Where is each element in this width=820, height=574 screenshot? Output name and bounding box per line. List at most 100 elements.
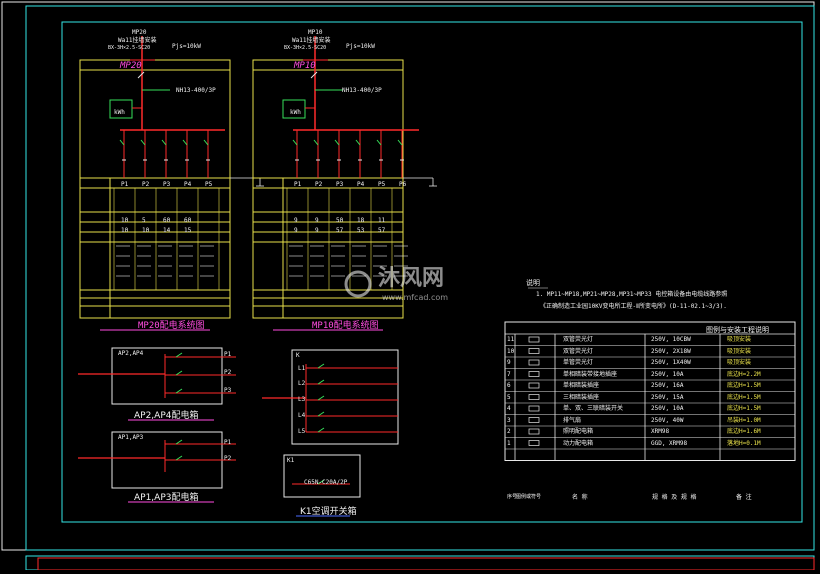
k-out: L2 — [298, 380, 306, 387]
k-breaker — [317, 427, 325, 433]
legend-row-note: 吸顶安装 — [727, 359, 752, 366]
k-breaker — [317, 379, 325, 385]
legend-row-note: 落地H=0.1M — [727, 439, 761, 447]
right-panel-top-line-3: BX-3H×2.5-SC20 — [284, 45, 327, 51]
k-box-id: K — [296, 352, 300, 359]
legend-row-spec: 250V, 10A — [651, 370, 684, 378]
left-panel-cabinet-no: MP20 — [120, 61, 142, 71]
notes-heading: 说明 — [526, 279, 540, 287]
right-row-value: 57 — [336, 227, 344, 234]
legend-row-spec: 250V, 10A — [651, 405, 684, 412]
legend-header: 图例与安装工程说明 — [706, 326, 769, 334]
legend-col-note: 备 注 — [736, 494, 752, 501]
legend-row-name: 排气扇 — [563, 416, 582, 424]
right-panel-power-note: Pjs=10kW — [346, 43, 375, 50]
legend-row-spec: 250V, 40W — [651, 416, 684, 424]
left-circuit-code: P5 — [205, 181, 213, 188]
k-out: L3 — [298, 396, 306, 403]
ap13-box-id: AP1,AP3 — [118, 434, 144, 441]
left-panel-meter: kWh — [114, 109, 125, 116]
legend-row-no: 1 — [507, 439, 511, 447]
watermark-logo-icon — [344, 270, 372, 298]
legend-row-name: 单相暗装插座 — [563, 382, 600, 389]
legend-symbol-icon — [528, 348, 540, 354]
right-row-value: 9 — [315, 217, 319, 224]
ap24-out-p1: P1 — [224, 351, 232, 358]
legend-row-no: 3 — [507, 416, 511, 424]
legend-row-note: 底边H=1.5M — [727, 393, 761, 401]
left-circuit-code: P1 — [121, 181, 129, 188]
k-box — [291, 349, 399, 445]
legend-symbol-icon — [528, 336, 540, 343]
left-panel-top-line-3: BX-3H×2.5-SC20 — [108, 45, 151, 51]
left-panel-caption: MP20配电系统图 — [138, 321, 205, 331]
left-panel-main-breaker-symbol — [137, 71, 145, 79]
right-panel-meter: kWh — [290, 109, 301, 116]
ap13-breaker — [175, 439, 183, 445]
right-row-value: 57 — [378, 227, 386, 234]
right-circuit-code: P1 — [294, 181, 302, 188]
ap24-breaker — [175, 388, 183, 394]
right-row-value: 9 — [294, 227, 298, 234]
k-breaker — [317, 411, 325, 417]
right-circuit-code: P3 — [336, 181, 344, 188]
ap24-out-p3: P3 — [224, 387, 232, 394]
legend-symbol-icon — [528, 359, 540, 366]
right-row-value: 53 — [357, 227, 365, 234]
k-breaker — [317, 363, 325, 369]
right-row-value: 9 — [294, 217, 298, 224]
k-out: L1 — [298, 365, 306, 372]
notes-line-1: 1. MP11~MP18,MP21~MP28,MP31~MP33 电控箱设备由电… — [536, 291, 728, 298]
left-row-value: 10 — [142, 227, 150, 234]
legend-symbol-icon — [528, 417, 540, 423]
legend-row-no: 10 — [507, 347, 515, 355]
legend-row-note: 吸顶安装 — [727, 336, 752, 343]
frame-border-cyan — [25, 5, 815, 551]
legend-symbol-icon — [528, 371, 540, 377]
left-panel-branch-breaker — [161, 139, 167, 146]
right-row-value: 9 — [315, 227, 319, 234]
legend-symbol-icon — [528, 428, 540, 435]
legend-symbol-icon — [528, 382, 540, 389]
right-panel-breaker: NH13-400/3P — [342, 87, 382, 94]
left-panel-table-outline — [79, 59, 231, 319]
legend-row-no: 11 — [507, 336, 515, 343]
left-row-value: 10 — [121, 227, 129, 234]
k-out: L5 — [298, 428, 306, 435]
legend-col-symbol: 图例或符号 — [516, 494, 542, 500]
right-row-value: 18 — [357, 217, 365, 224]
right-panel-branch-breaker — [313, 139, 319, 146]
legend-col-name: 名 称 — [572, 494, 588, 501]
legend-row-note: 底边H=1.6M — [727, 428, 761, 435]
legend-row-spec: GGD, XRM98 — [651, 439, 688, 447]
legend-row-note: 底边H=1.5M — [727, 405, 761, 412]
notes-line-2: 《正确制造工业园10KV变电所工程-Ⅱ所变电所》(D-11-02.1~3/3). — [540, 303, 727, 310]
left-row-value: 10 — [121, 217, 129, 224]
left-panel-branch-breaker — [203, 139, 209, 146]
legend-row-spec: 250V, 1X40W — [651, 359, 691, 366]
ap24-out-p2: P2 — [224, 369, 232, 376]
legend-row-name: 动力配电箱 — [563, 439, 594, 447]
legend-row-no: 7 — [507, 370, 511, 378]
ap24-breaker — [175, 352, 183, 358]
left-panel-top-line-2: Wa11挂墙安装 — [118, 37, 157, 44]
legend-symbol-icon — [528, 405, 540, 412]
legend-row-name: 双管荧光灯 — [563, 347, 594, 355]
ap24-box-id: AP2,AP4 — [118, 350, 144, 357]
ap13-breaker — [175, 455, 183, 461]
legend-row-no: 4 — [507, 405, 511, 412]
left-row-value: 14 — [163, 227, 171, 234]
right-circuit-code: P5 — [378, 181, 386, 188]
left-panel-meter-box — [109, 99, 133, 119]
k1-box — [283, 454, 361, 498]
left-panel-branch-breaker — [182, 139, 188, 146]
ap24-box — [111, 347, 223, 405]
left-panel-branch-breaker — [140, 139, 146, 146]
legend-symbol-icon — [528, 394, 540, 400]
left-row-value: 60 — [163, 217, 171, 224]
right-panel-branch-breaker — [292, 139, 298, 146]
legend-row-spec: XRM98 — [651, 428, 670, 435]
k-breaker — [317, 395, 325, 401]
k1-box-id: K1 — [287, 457, 295, 464]
